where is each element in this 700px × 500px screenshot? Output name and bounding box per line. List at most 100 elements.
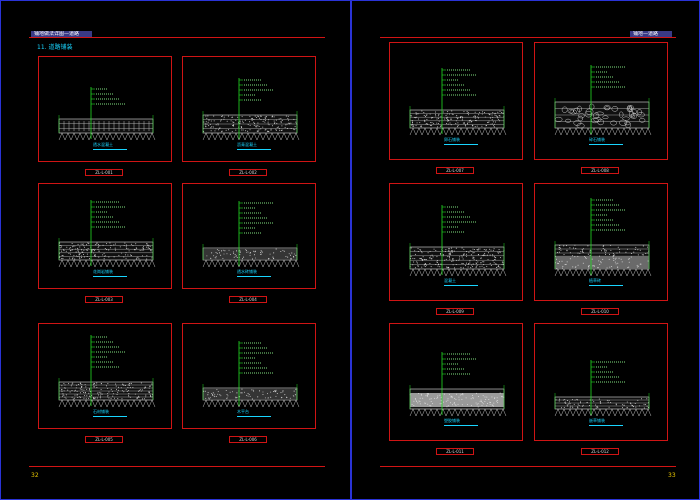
left-header-line [29, 37, 325, 38]
title-underline [93, 416, 127, 417]
title-underline [589, 285, 623, 286]
detail-caption-label: ZL-L-012 [581, 448, 619, 455]
material-texture [410, 110, 505, 128]
layer-callouts [409, 205, 505, 275]
layer-callouts [554, 65, 650, 134]
pavement-layers [409, 388, 505, 410]
section-drawing [202, 201, 300, 268]
pavement-layers [409, 109, 505, 129]
detail-title: 花岗岩铺装 [93, 269, 113, 274]
soil-hatch [202, 259, 300, 268]
left-header-tag: 铺地做法详图—道路 [31, 31, 92, 38]
pavement-layers [202, 114, 298, 134]
left-page-number: 32 [31, 472, 39, 479]
right-header-tag: 铺地—道路 [630, 31, 672, 38]
left-footer-line [29, 466, 325, 467]
detail-caption-label: ZL-L-005 [85, 436, 123, 443]
detail-title: 透水砖铺装 [237, 269, 257, 274]
title-underline [237, 149, 271, 150]
detail-caption-label: ZL-L-010 [581, 308, 619, 315]
section-drawing [409, 68, 507, 136]
detail-title: 混凝土 [444, 278, 456, 283]
detail-title: 沥青混凝土 [237, 142, 257, 147]
detail-caption-label: ZL-L-001 [85, 169, 123, 176]
pavement-layers [58, 381, 154, 401]
title-underline [444, 144, 478, 145]
detail-panel: 混凝土 [389, 183, 523, 301]
detail-title: 卵石铺装 [444, 137, 460, 142]
section-drawing [409, 352, 507, 417]
material-texture [409, 247, 505, 269]
title-underline [93, 149, 127, 150]
detail-caption-label: ZL-L-006 [229, 436, 267, 443]
detail-title: 塑胶铺装 [444, 418, 460, 423]
pavement-layers [58, 241, 154, 261]
detail-caption-label: ZL-L-004 [229, 296, 267, 303]
title-underline [93, 276, 127, 277]
section-drawing [202, 78, 300, 141]
title-underline [589, 144, 623, 145]
soil-hatch [202, 399, 300, 408]
soil-hatch [202, 132, 300, 141]
layer-callouts [202, 78, 298, 139]
right-footer-line [380, 466, 676, 467]
layer-callouts [202, 341, 298, 406]
layer-callouts [409, 68, 505, 134]
layer-callouts [409, 352, 505, 415]
detail-caption-label: ZL-L-002 [229, 169, 267, 176]
detail-panel: 沥青混凝土 [182, 56, 316, 162]
soil-hatch [554, 408, 652, 417]
section-drawing [202, 341, 300, 408]
layer-callouts [202, 201, 298, 266]
material-texture [206, 248, 297, 260]
material-texture [203, 388, 297, 400]
section-drawing [58, 200, 156, 268]
pavement-layers [554, 396, 650, 410]
detail-panel: 植草砖 [534, 183, 668, 301]
section-drawing [409, 205, 507, 277]
detail-panel: 塑胶铺装 [389, 323, 523, 441]
soil-hatch [409, 408, 507, 417]
detail-panel: 碎石铺装 [534, 42, 668, 160]
pavement-layers [554, 244, 650, 270]
section-drawing [554, 198, 652, 277]
detail-panel: 石材铺装 [38, 323, 172, 429]
soil-hatch [409, 268, 507, 277]
soil-hatch [58, 259, 156, 268]
title-underline [589, 425, 623, 426]
right-page-number: 33 [668, 472, 676, 479]
pavement-layers [202, 247, 298, 261]
detail-panel: 透水混凝土 [38, 56, 172, 162]
layer-callouts [58, 335, 154, 406]
soil-hatch [554, 127, 652, 136]
section-drawing [554, 65, 652, 136]
material-texture [58, 242, 153, 260]
section-drawing [58, 87, 156, 141]
detail-caption-label: ZL-L-009 [436, 308, 474, 315]
material-texture [554, 244, 650, 270]
soil-hatch [58, 132, 156, 141]
material-texture [202, 115, 298, 133]
material-texture [58, 121, 150, 131]
section-title: 11. 道路铺装 [37, 44, 73, 51]
detail-panel: 木平台 [182, 323, 316, 429]
detail-caption-label: ZL-L-007 [436, 167, 474, 174]
pavement-layers [409, 246, 505, 270]
detail-caption-label: ZL-L-003 [85, 296, 123, 303]
title-underline [444, 425, 478, 426]
layer-callouts [554, 198, 650, 275]
detail-panel: 卵石铺装 [389, 42, 523, 160]
detail-panel: 花岗岩铺装 [38, 183, 172, 289]
section-drawing [554, 360, 652, 417]
material-texture [58, 382, 153, 400]
pavement-layers [58, 118, 154, 134]
layer-callouts [58, 200, 154, 266]
title-underline [237, 416, 271, 417]
soil-hatch [409, 127, 507, 136]
material-texture [554, 103, 646, 129]
detail-title: 木平台 [237, 409, 249, 414]
detail-title: 嵌草铺装 [589, 418, 605, 423]
detail-panel: 嵌草铺装 [534, 323, 668, 441]
soil-hatch [554, 268, 652, 277]
section-drawing [58, 335, 156, 408]
